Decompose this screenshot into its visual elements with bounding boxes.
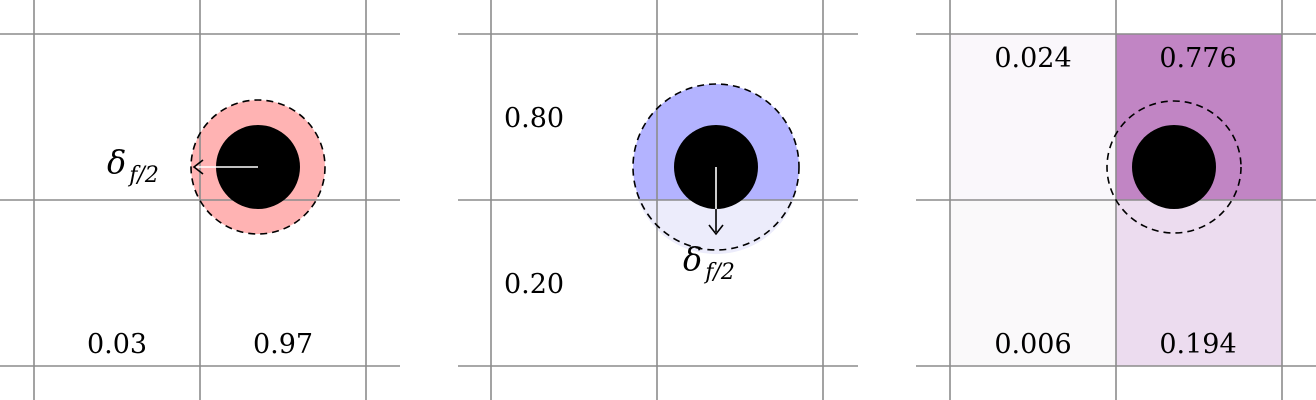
arrow-head: [192, 159, 204, 175]
value-label: 0.03: [87, 329, 147, 360]
grid: [458, 0, 858, 400]
value-label: 0.776: [1159, 43, 1236, 74]
weight-cell: [950, 34, 1116, 200]
value-label: 0.20: [504, 269, 564, 300]
dashed-circle: [632, 83, 800, 251]
value-label: 0.194: [1159, 329, 1236, 360]
panel-combined: 0.024 0.776 0.006 0.194: [916, 0, 1316, 400]
value-label: 0.006: [994, 329, 1071, 360]
value-label: 0.024: [994, 43, 1071, 74]
dashed-circle: [190, 99, 326, 235]
dashed-circle: [1106, 100, 1242, 234]
weight-cell: [950, 200, 1116, 366]
value-label: 0.97: [253, 329, 313, 360]
arrow-head: [708, 224, 724, 236]
particle: [1132, 125, 1216, 209]
value-label: 0.80: [504, 103, 564, 134]
grid: [0, 0, 400, 400]
